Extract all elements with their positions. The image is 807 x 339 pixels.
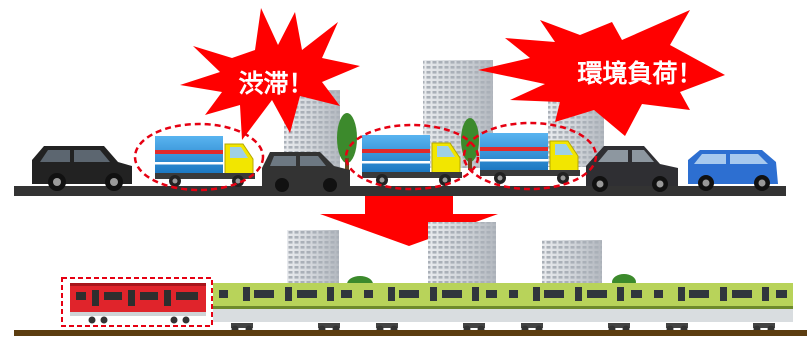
train-dashed-box xyxy=(61,277,213,327)
environment-burst: 環境負荷！ xyxy=(478,10,725,136)
blue-minivan-icon xyxy=(688,150,778,191)
rail xyxy=(14,330,807,336)
black-car-icon xyxy=(262,152,350,192)
environment-label: 環境負荷！ xyxy=(577,59,702,88)
road xyxy=(14,186,786,196)
passenger-train-icon xyxy=(213,283,793,333)
truck-icon xyxy=(479,132,581,185)
gray-car-icon xyxy=(586,146,678,192)
down-arrow-icon xyxy=(320,196,498,246)
black-suv-icon xyxy=(32,146,132,191)
highlight-ellipse xyxy=(133,121,598,192)
congestion-burst: 渋滞！ xyxy=(180,8,360,140)
congestion-label: 渋滞！ xyxy=(238,69,313,98)
truck-icon xyxy=(361,134,463,187)
building-skyline-bottom xyxy=(287,222,636,292)
truck-icon xyxy=(154,135,256,188)
freight-train-icon xyxy=(70,283,206,324)
